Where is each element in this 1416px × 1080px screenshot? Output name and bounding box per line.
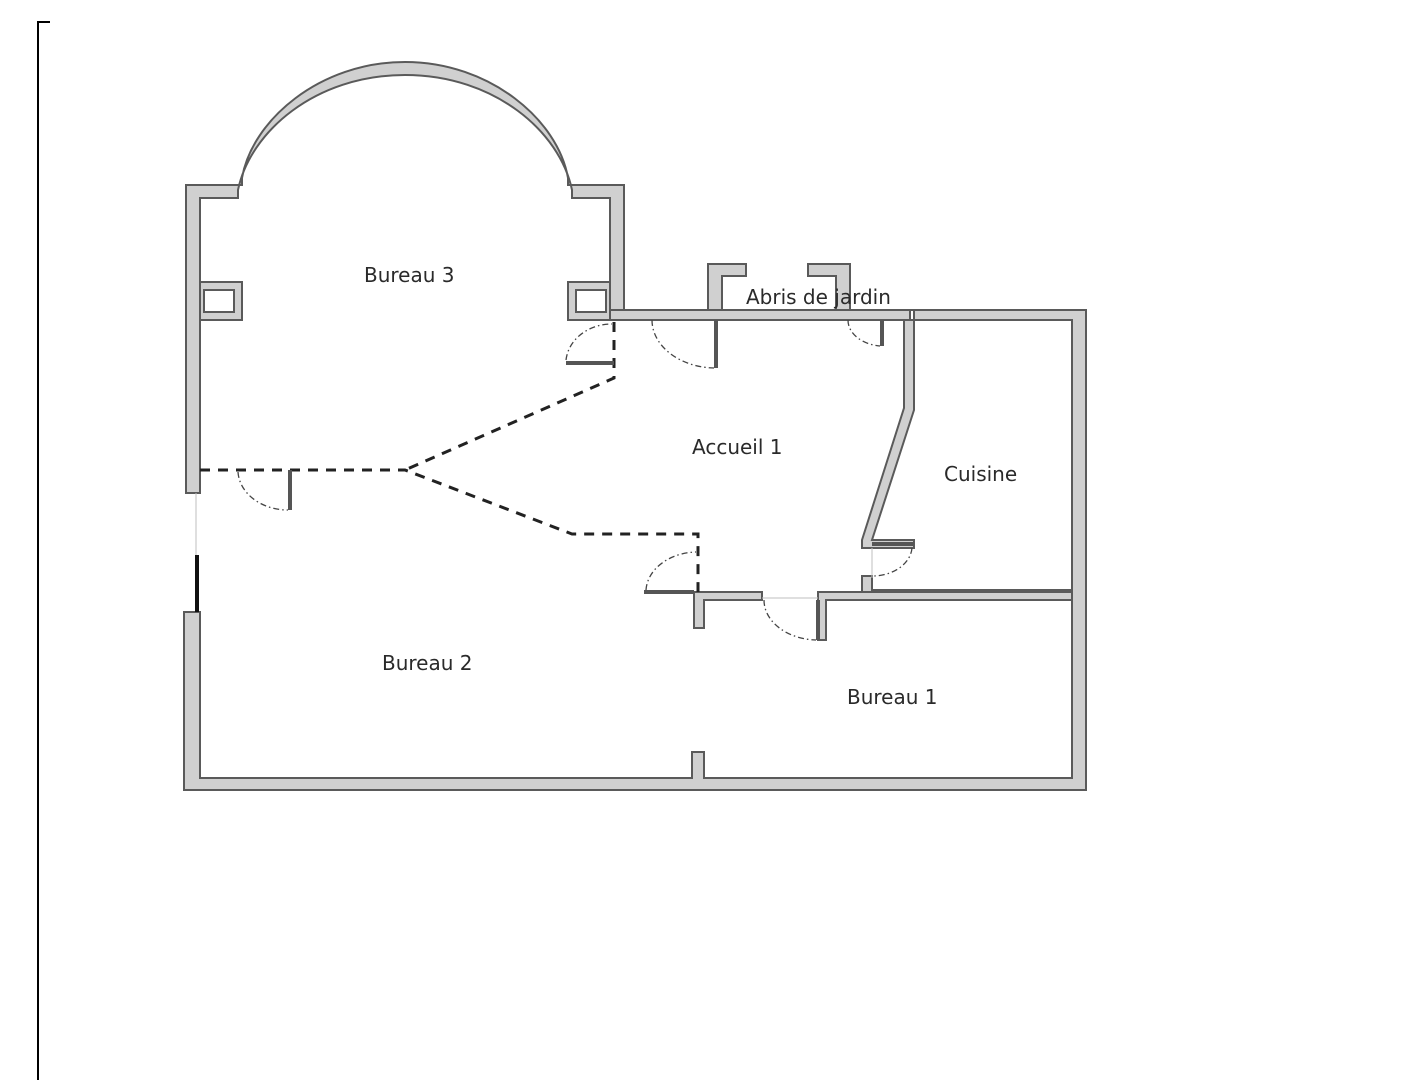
pillar-left (199, 281, 243, 321)
door-bureau2-swing (237, 471, 289, 511)
room-label-abris: Abris de jardin (746, 285, 891, 309)
room-label-bureau3: Bureau 3 (364, 263, 455, 287)
wall-accueil-bottom (693, 591, 763, 629)
door-top2-swing (847, 319, 881, 347)
wall-bureau1-top (817, 591, 1073, 641)
wall-abris-left (707, 263, 747, 311)
wall-abris-right (807, 263, 851, 311)
door-accueil-swing (645, 551, 697, 591)
frame-corner (37, 21, 50, 1080)
wall-top-strip (609, 309, 911, 321)
room-label-bureau2: Bureau 2 (382, 651, 473, 675)
door-bureau3-swing (565, 323, 613, 361)
wall-top-accueil (183, 309, 1087, 791)
room-label-cuisine: Cuisine (944, 462, 1017, 486)
door-top1-swing (651, 319, 715, 369)
room-label-accueil: Accueil 1 (692, 435, 783, 459)
pillar-right (567, 281, 611, 321)
door-cuisine-swing (873, 547, 913, 577)
partition-dashed-upper (404, 322, 616, 472)
partition-dashed-lower (200, 468, 700, 592)
room-label-bureau1: Bureau 1 (847, 685, 938, 709)
wall-cuisine-diagonal (861, 319, 915, 549)
wall-stub-cuisine (861, 575, 873, 593)
door-bureau1-swing (763, 599, 817, 641)
